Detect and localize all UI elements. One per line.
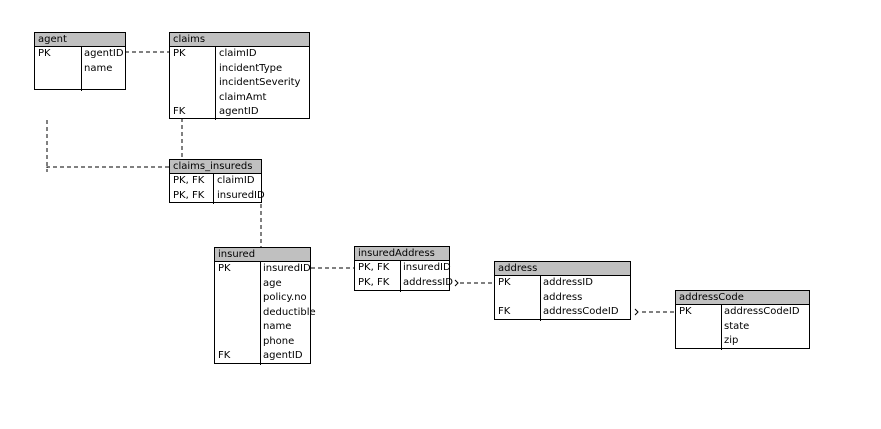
key-label: PK — [173, 48, 186, 59]
entity-title: claims_insureds — [170, 160, 261, 174]
entity-row: PK claimID — [170, 47, 309, 62]
entity-row: PK agentID — [35, 47, 125, 62]
entity-row: PK addressCodeID — [676, 305, 809, 320]
column-name: claimID — [217, 175, 255, 186]
column-name: incidentSeverity — [219, 77, 301, 88]
entity-row: age — [215, 277, 310, 292]
key-label: PK — [218, 263, 231, 274]
column-name: claimAmt — [219, 91, 267, 103]
entity-address-code[interactable]: addressCode PK addressCodeID state zip — [675, 290, 810, 350]
key-column — [170, 47, 216, 120]
key-column — [355, 261, 401, 292]
key-label: FK — [218, 350, 231, 361]
entity-claims[interactable]: claims PK claimID incidentType incidentSe… — [169, 32, 310, 120]
key-label: FK — [173, 106, 186, 117]
entity-row: claimAmt — [170, 91, 309, 106]
entity-row: name — [35, 62, 125, 77]
entity-row: PK, FK addressID — [355, 276, 453, 291]
key-column — [170, 174, 214, 204]
key-label: FK — [498, 306, 511, 317]
entity-row: incidentType — [170, 62, 309, 77]
column-name: agentID — [219, 106, 259, 117]
column-name: zip — [724, 335, 739, 346]
entity-row: zip — [676, 334, 809, 349]
entity-row: PK, FK insuredID — [170, 189, 265, 204]
link-insured-address-arrow — [454, 279, 459, 287]
column-name: incidentType — [219, 62, 283, 74]
entity-row: incidentSeverity — [170, 76, 309, 91]
entity-insured-address[interactable]: insuredAddress PK, FK insuredID PK, FK add… — [354, 246, 453, 292]
entity-agent[interactable]: agent PK agentID name — [34, 32, 126, 91]
entity-row: FK agentID — [170, 105, 309, 120]
key-label: PK, FK — [173, 189, 205, 201]
entity-title: addressCode — [676, 291, 809, 305]
entity-title: claims — [170, 33, 309, 47]
entity-row: address — [495, 291, 630, 306]
entity-row: state — [676, 320, 809, 335]
entity-row: PK addressID — [495, 276, 630, 291]
entity-title: address — [495, 262, 630, 276]
key-label: PK — [679, 306, 692, 317]
entity-row: PK insuredID — [215, 262, 311, 277]
link-address-arrow — [634, 308, 639, 316]
key-column — [35, 47, 82, 91]
column-name: agentID — [263, 350, 303, 361]
key-column — [215, 262, 261, 365]
entity-title: insuredAddress — [355, 247, 449, 261]
column-name: deductible — [263, 306, 316, 318]
column-name: name — [263, 321, 292, 332]
entity-insured[interactable]: insured PK insuredID age policy.no deduct… — [214, 247, 316, 365]
key-column — [676, 305, 722, 350]
key-label: PK, FK — [358, 262, 390, 273]
column-name: insuredID — [263, 263, 311, 274]
entity-row: name — [215, 320, 310, 335]
column-name: insuredID — [217, 189, 265, 201]
column-name: age — [263, 277, 282, 289]
column-name: addressID — [543, 277, 593, 288]
entity-row: policy.no — [215, 291, 310, 306]
entity-title: insured — [215, 248, 310, 262]
entity-row: PK, FK claimID — [170, 174, 261, 189]
entity-title: agent — [35, 33, 125, 47]
key-label: PK, FK — [173, 175, 205, 186]
entity-row: phone — [215, 335, 310, 350]
key-column — [495, 276, 541, 321]
column-name: state — [724, 320, 750, 332]
link-agent-claims-insureds — [46, 120, 170, 172]
column-name: policy.no — [263, 292, 307, 303]
column-name: insuredID — [403, 262, 451, 273]
entity-claims-insureds[interactable]: claims_insureds PK, FK claimID PK, FK insu… — [169, 159, 265, 204]
column-name: addressCodeID — [543, 306, 619, 317]
column-name: claimID — [219, 48, 257, 59]
column-name: phone — [263, 335, 295, 347]
entity-row: FK addressCodeID — [495, 305, 630, 320]
column-name: agentID — [84, 48, 124, 59]
column-name: address — [543, 291, 583, 303]
entity-row: deductible — [215, 306, 316, 321]
column-name: addressID — [403, 276, 453, 288]
column-name: name — [84, 62, 113, 74]
key-label: PK — [498, 277, 511, 288]
key-label: PK — [38, 48, 51, 59]
entity-row: PK, FK insuredID — [355, 261, 451, 276]
key-label: PK, FK — [358, 276, 390, 288]
entity-row: FK agentID — [215, 349, 310, 364]
column-name: addressCodeID — [724, 306, 800, 317]
entity-address[interactable]: address PK addressID address FK addressCod… — [494, 261, 631, 321]
